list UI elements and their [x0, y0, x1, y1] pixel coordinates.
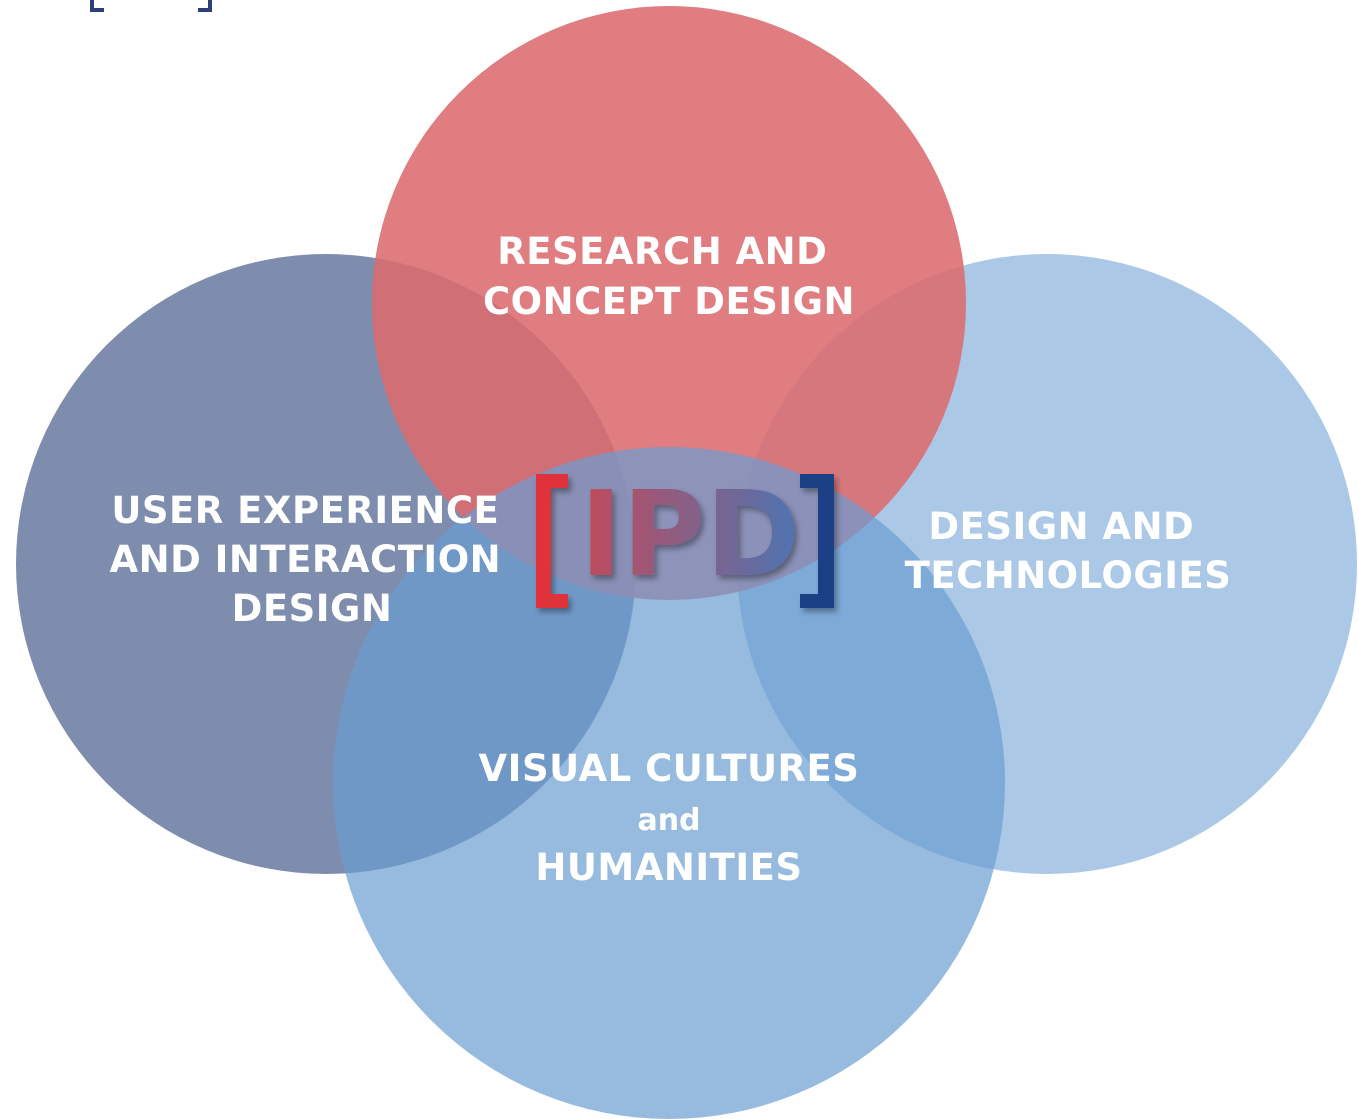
ipd-logo: IPD — [536, 465, 834, 608]
tech-label: DESIGN AND TECHNOLOGIES — [905, 505, 1232, 597]
circle-research-concept — [372, 6, 966, 600]
visual-label-humanities: HUMANITIES — [535, 846, 802, 889]
research-label: RESEARCH AND CONCEPT DESIGN — [483, 230, 855, 323]
circle-visual-cultures — [333, 447, 1005, 1119]
corner-bracket-mark — [90, 0, 212, 12]
logo-left-bracket — [536, 474, 568, 608]
visual-label-and: and — [637, 803, 700, 838]
visual-label: VISUAL CULTURES — [479, 747, 860, 790]
logo-text: IPD — [580, 465, 800, 603]
ux-label: USER EXPERIENCE AND INTERACTION DESIGN — [109, 489, 514, 630]
logo-right-bracket — [800, 474, 834, 608]
